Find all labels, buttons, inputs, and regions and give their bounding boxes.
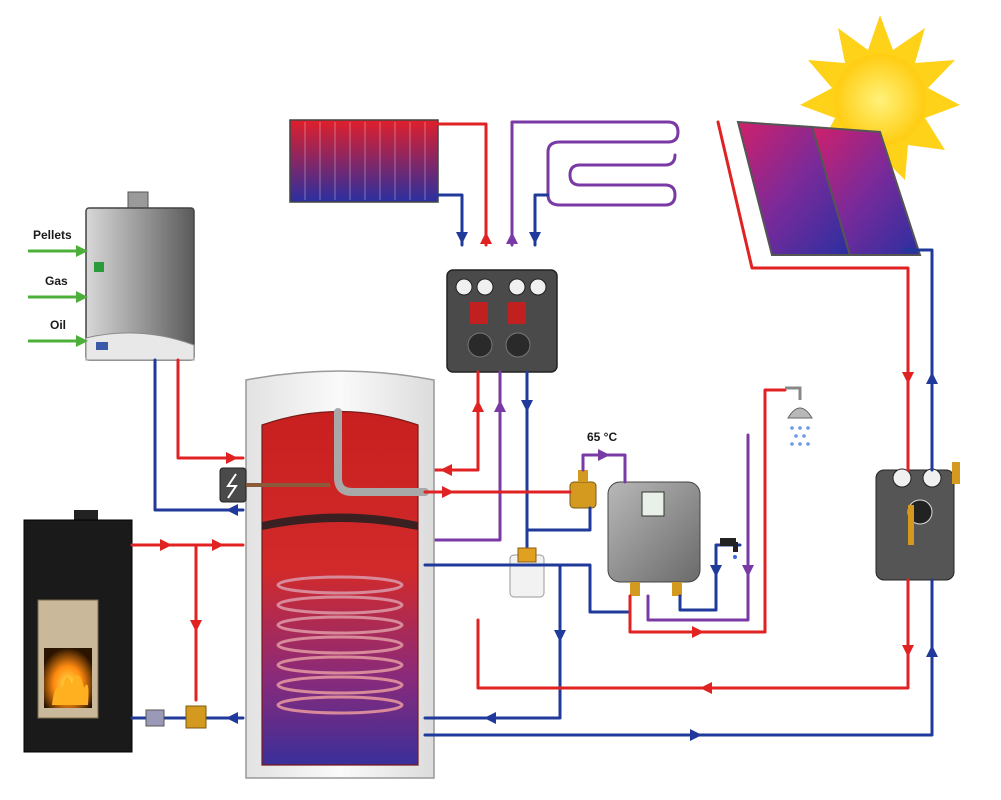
pipe-solar-supply [716,120,910,472]
flow-arrow-icon [690,372,938,741]
wood-stove [23,510,133,753]
pipe-radiator-return [436,193,464,247]
gas-label: Gas [45,274,68,288]
pipe-coil-to-solar [423,578,934,737]
flow-arrow-icon [442,449,754,724]
pellets-label: Pellets [33,228,72,242]
flow-arrow-icon [160,452,238,724]
flow-arrow-icon [440,400,533,476]
pipe-mixer-cold [525,506,592,532]
pump-station [446,269,558,373]
thermostatic-valve [569,470,597,509]
radiator [289,119,439,203]
solar-collector [736,120,922,256]
pipe-heating-mixed [423,370,502,542]
stove-valve [145,705,207,729]
flow-arrow-icon [456,232,541,244]
pipe-mixed-65 [581,453,627,484]
pipe-boiler-return [153,358,245,512]
underfloor-heating-loop [510,120,680,247]
solar-pump-station [875,462,960,581]
pipe-floor-return [533,193,550,247]
fuel-arrow-icon [28,245,88,347]
oil-label: Oil [50,318,67,332]
storage-tank [219,370,435,779]
pipe-to-tank-bottom [423,563,562,720]
shower-head-icon [785,386,813,446]
pipe-boiler-supply [176,358,245,460]
water-tap-icon [720,538,738,559]
pipe-circulation [646,433,750,622]
boiler [85,191,195,361]
mixing-valve [509,547,545,598]
pipe-station-return [423,563,632,614]
pipe-hot-to-shower [628,388,787,634]
pipe-solar-return [903,248,934,472]
pipe-solar-to-coil [476,578,910,690]
pipe-radiator-supply [436,122,488,247]
fresh-water-station [607,481,701,596]
temperature-label: 65 °C [587,430,618,444]
